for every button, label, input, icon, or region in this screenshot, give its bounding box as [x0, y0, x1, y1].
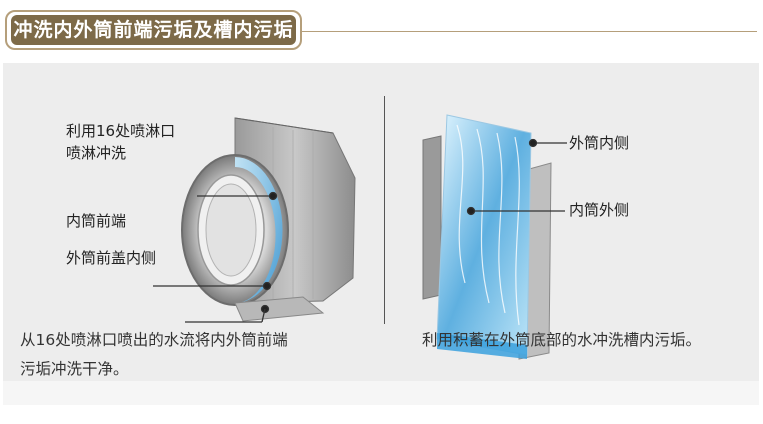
title-underline: [300, 31, 757, 32]
panel-divider: [384, 96, 385, 324]
callout-inner-drum-outer: 内筒外侧: [569, 201, 630, 219]
callout-inner-front: 内筒前端: [66, 212, 127, 230]
section-title: 冲洗内外筒前端污垢及槽内污垢: [11, 15, 296, 45]
panel-bottom-band: [3, 381, 759, 405]
callout-spray-line1: 利用16处喷淋口: [66, 122, 176, 140]
callout-outer-drum-inner: 外筒内侧: [569, 134, 630, 152]
right-caption: 利用积蓄在外筒底部的水冲洗槽内污垢。: [422, 331, 702, 349]
left-caption-line2: 污垢冲洗干净。: [20, 360, 129, 378]
drum-front-illustration: [153, 117, 356, 323]
content-panel: 利用16处喷淋口 喷淋冲洗 内筒前端 外筒前盖内侧 外筒内侧 内筒外侧 从16处…: [3, 63, 759, 405]
callout-spray-line2: 喷淋冲洗: [66, 144, 127, 162]
callout-outer-cover: 外筒前盖内侧: [66, 249, 157, 267]
drum-section-illustration: [422, 114, 567, 360]
left-caption-line1: 从16处喷淋口喷出的水流将内外筒前端: [20, 331, 288, 349]
section-title-tab: 冲洗内外筒前端污垢及槽内污垢: [5, 10, 302, 50]
